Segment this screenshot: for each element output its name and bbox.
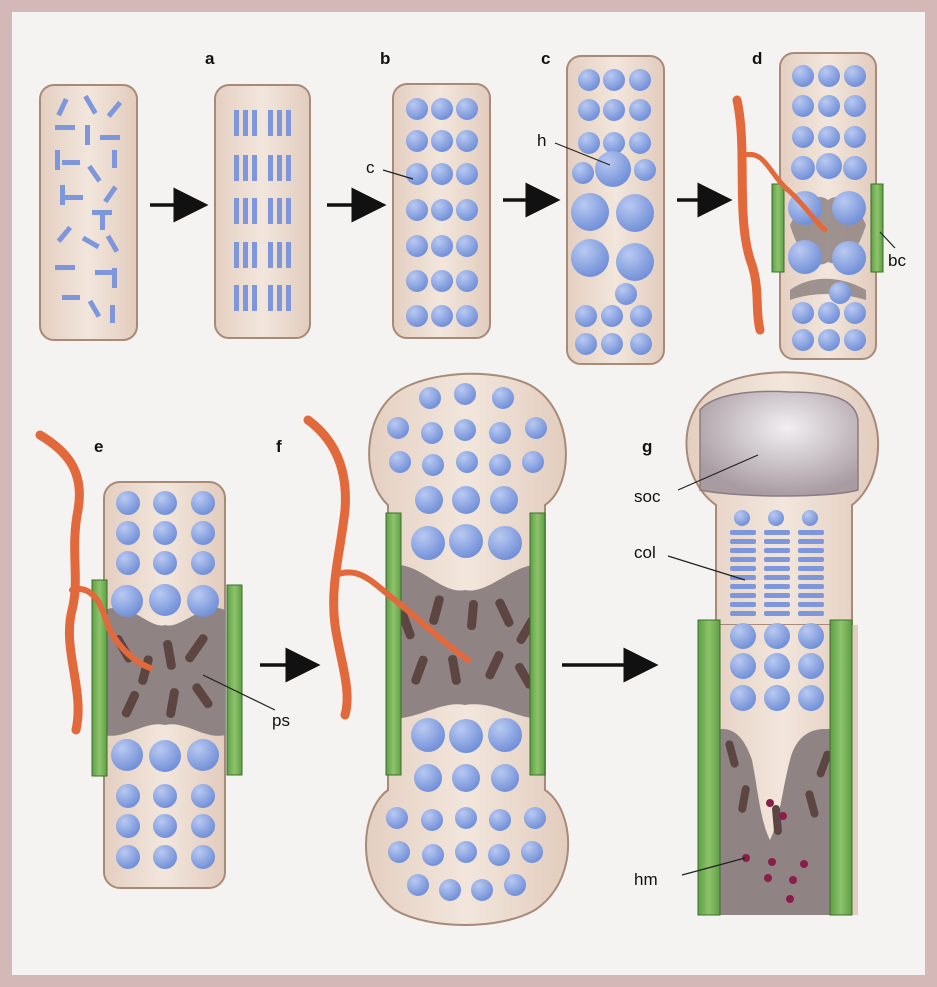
panel-letter-d: d bbox=[752, 49, 762, 68]
bone-collar-left bbox=[772, 184, 784, 272]
panel-letter-b: b bbox=[380, 49, 390, 68]
label-chondrocyte: c bbox=[366, 158, 375, 177]
panel-letter-c: c bbox=[541, 49, 550, 68]
bone-collar-right bbox=[227, 585, 242, 775]
label-columns: col bbox=[634, 543, 656, 562]
stage-a bbox=[215, 85, 310, 338]
secondary-ossification-center bbox=[700, 391, 858, 496]
label-hematopoietic-marrow: hm bbox=[634, 870, 658, 889]
bone-collar-right bbox=[871, 184, 883, 272]
label-primary-spongiosa: ps bbox=[272, 711, 290, 730]
resting-chondrocytes bbox=[734, 510, 818, 526]
bone-collar-right bbox=[830, 620, 852, 915]
primary-spongiosa bbox=[104, 608, 225, 736]
bone-collar-left bbox=[386, 513, 401, 775]
label-secondary-ossification-center: soc bbox=[634, 487, 661, 506]
panel-letter-e: e bbox=[94, 437, 103, 456]
stage-mesenchyme bbox=[40, 85, 137, 340]
panel-letter-a: a bbox=[205, 49, 215, 68]
bone-collar-left bbox=[698, 620, 720, 915]
bone-collar-right bbox=[530, 513, 545, 775]
hypertrophic-chondrocytes bbox=[730, 623, 824, 711]
label-bone-collar: bc bbox=[888, 251, 906, 270]
panel-letter-g: g bbox=[642, 437, 652, 456]
label-hypertrophic: h bbox=[537, 131, 546, 150]
panel-letter-f: f bbox=[276, 437, 282, 456]
